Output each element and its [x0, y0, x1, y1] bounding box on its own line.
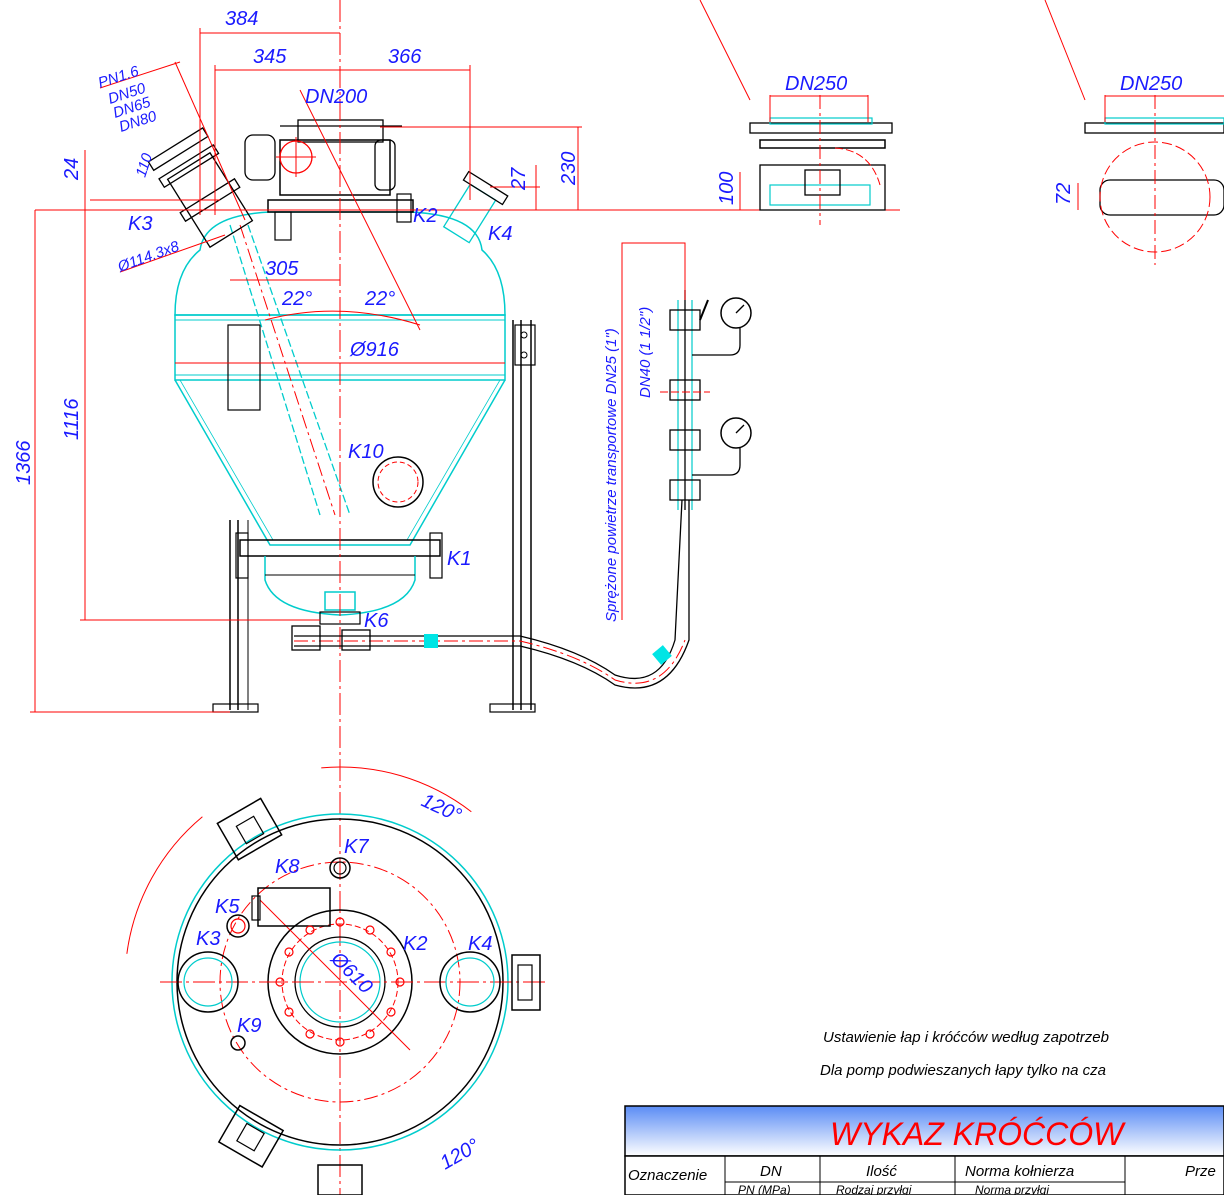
table-subheader-norma-przylgi: Norma przyłgi [975, 1183, 1049, 1195]
dim-305: 305 [265, 258, 299, 280]
plan-label-k8: K8 [275, 856, 299, 878]
note-line-2: Dla pomp podwieszanych łapy tylko na cza [820, 1062, 1106, 1079]
dim-110: 110 [133, 151, 157, 180]
notes: Ustawienie łap i króćców według zapotrze… [820, 1029, 1109, 1079]
label-k3: K3 [128, 213, 152, 235]
nozzle-labels: K1 K2 K3 K4 K6 K10 K2 K3 K4 K5 K7 K8 K9 [128, 205, 512, 1037]
flange-detail-1 [739, 95, 893, 225]
air-text-dn40: DN40 (1 1/2") [637, 307, 654, 398]
plan-label-k7: K7 [344, 836, 369, 858]
dim-1366: 1366 [13, 440, 35, 485]
flange-detail-2 [1077, 95, 1224, 265]
dim-345: 345 [253, 46, 287, 68]
label-k10: K10 [348, 441, 384, 463]
plan-label-k4: K4 [468, 933, 492, 955]
label-k1: K1 [447, 548, 471, 570]
dim-72: 72 [1053, 183, 1075, 205]
dim-22-right: 22° [364, 288, 395, 310]
label-k4: K4 [488, 223, 512, 245]
nozzle-table: WYKAZ KRÓĆCÓW Oznaczenie DN Ilość Norma … [624, 1105, 1224, 1195]
table-header-dn: DN [760, 1163, 782, 1180]
dim-916: Ø916 [349, 339, 400, 361]
vessel-plan-view [124, 766, 556, 1195]
label-k6: K6 [364, 610, 389, 632]
dim-dn250-a: DN250 [785, 73, 847, 95]
plan-label-k2: K2 [403, 933, 427, 955]
dim-1116: 1116 [61, 398, 83, 440]
dim-dn200: DN200 [305, 86, 367, 108]
dim-230: 230 [558, 152, 580, 186]
dimension-lines [30, 0, 1086, 713]
dim-pipe: Ø114.3x8 [115, 238, 182, 276]
table-header-norma-kolnierza: Norma kołnierza [965, 1163, 1074, 1180]
dim-120-bottom: 120° [437, 1135, 484, 1175]
air-supply-line [291, 242, 752, 689]
dimension-texts: 384 345 366 DN200 PN1.6 DN50 DN65 DN80 1… [13, 8, 1182, 1174]
table-title: WYKAZ KRÓĆCÓW [830, 1116, 1126, 1152]
plan-label-k9: K9 [237, 1015, 261, 1037]
vessel-side-view [147, 0, 536, 1195]
table-header-ilosc: Ilość [866, 1163, 897, 1180]
dim-dn250-b: DN250 [1120, 73, 1182, 95]
dim-384: 384 [225, 8, 258, 30]
air-text-dn25: Sprężone powietrze transportowe DN25 (1"… [603, 328, 620, 622]
dim-24: 24 [61, 158, 83, 181]
air-line-texts: Sprężone powietrze transportowe DN25 (1"… [603, 307, 654, 622]
dim-120-top: 120° [418, 790, 465, 827]
dim-100: 100 [716, 172, 738, 205]
note-line-1: Ustawienie łap i króćców według zapotrze… [823, 1029, 1109, 1046]
dim-22-left: 22° [281, 288, 312, 310]
table-subheader-rodzaj: Rodzaj przyłgi [836, 1183, 912, 1195]
dim-27: 27 [508, 167, 530, 191]
table-header-przeznaczenie: Prze [1185, 1163, 1216, 1180]
dim-366: 366 [388, 46, 422, 68]
plan-label-k5: K5 [215, 896, 240, 918]
table-header-oznaczenie: Oznaczenie [628, 1167, 707, 1184]
plan-label-k3: K3 [196, 928, 220, 950]
label-k2: K2 [413, 205, 437, 227]
table-subheader-pn: PN (MPa) [738, 1183, 791, 1195]
